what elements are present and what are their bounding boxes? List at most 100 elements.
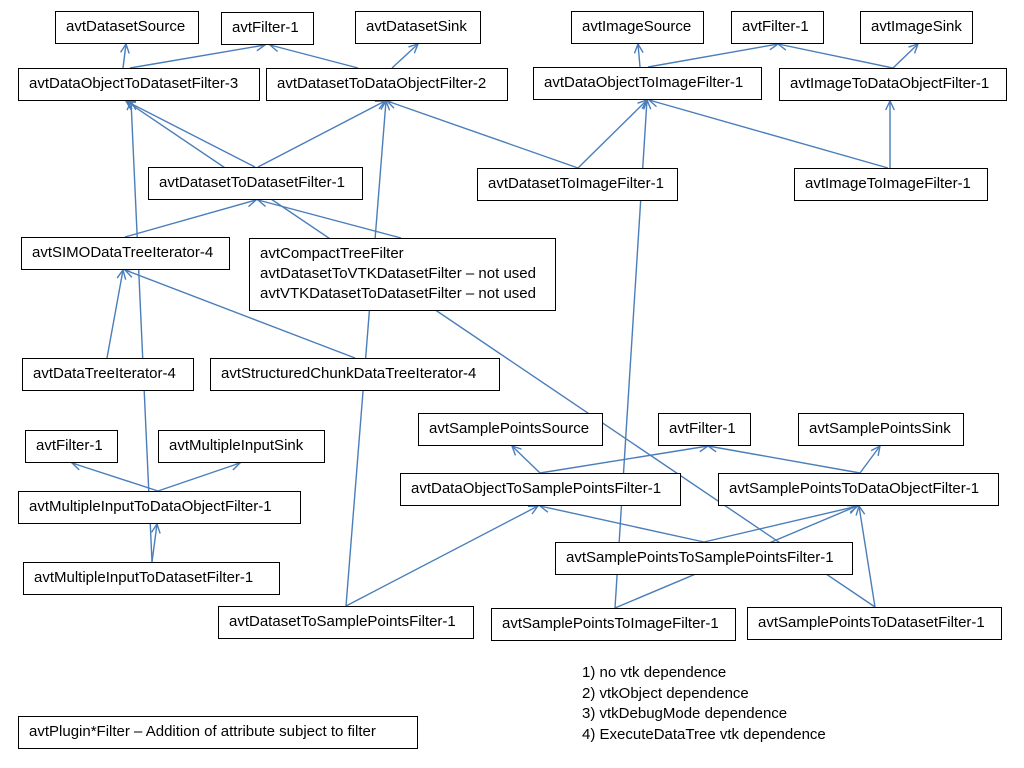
node-label: avtDatasetToSamplePointsFilter-1: [229, 613, 456, 630]
legend-item-executedatatree: 4) ExecuteDataTree vtk dependence: [582, 725, 826, 743]
note-line-vtk-to-dataset: avtVTKDatasetToDatasetFilter – not used: [260, 285, 536, 302]
node-avtFilter-1-samplepoints: avtFilter-1: [658, 413, 751, 446]
node-avtDataTreeIterator-4: avtDataTreeIterator-4: [22, 358, 194, 391]
edge-multiInToDo1-to-multiInputSink: [157, 461, 242, 492]
arrowhead: [116, 268, 127, 280]
node-label: avtMultipleInputToDatasetFilter-1: [34, 569, 254, 586]
arrowhead: [908, 42, 920, 54]
node-label: avtImageToImageFilter-1: [805, 175, 971, 192]
node-label: avtDatasetToImageFilter-1: [488, 175, 664, 192]
edge-datasetToDataset1-to-doToDataset3: [124, 100, 256, 168]
node-avtImageSink: avtImageSink: [860, 11, 973, 44]
node-label: avtDatasetToDatasetFilter-1: [159, 174, 345, 191]
legend-item-no-vtk: 1) no vtk dependence: [582, 664, 727, 681]
note-line-dataset-to-vtk: avtDatasetToVTKDatasetFilter – not used: [260, 265, 536, 282]
node-avtFilter-1-dataset: avtFilter-1: [221, 12, 314, 45]
node-label: avtFilter-1: [742, 18, 809, 35]
legend-item-vtkobject: 2) vtkObject dependence: [582, 684, 749, 702]
arrowhead: [150, 522, 161, 534]
node-avtStructuredChunkDataTreeIterator-4: avtStructuredChunkDataTreeIterator-4: [210, 358, 500, 391]
edge-doToSp1-to-spSource: [510, 444, 541, 474]
note-line-compact-tree-filter: avtCompactTreeFilter: [260, 245, 404, 262]
node-avtDatasetToDataObjectFilter-2: avtDatasetToDataObjectFilter-2: [266, 68, 508, 101]
edge-spToDo1-to-filter1d: [706, 442, 861, 474]
node-label: avtDatasetSink: [366, 18, 467, 35]
arrowhead: [380, 99, 391, 111]
node-avtDatasetToDatasetFilter-1: avtDatasetToDatasetFilter-1: [148, 167, 363, 200]
arrowhead: [119, 42, 130, 54]
node-label: avtImageSource: [582, 18, 692, 35]
edge-imageToDo1-to-filter1b: [776, 40, 894, 69]
edge-multiInToDo1-to-filter1c: [70, 460, 159, 492]
node-label: avtDatasetToDataObjectFilter-2: [277, 75, 487, 92]
arrowhead: [855, 504, 866, 516]
edge-datasetToSp1-to-datasetToDo2: [345, 99, 391, 607]
node-label: avtMultipleInputToDataObjectFilter-1: [29, 498, 272, 515]
node-label: avtSamplePointsToDatasetFilter-1: [758, 614, 985, 631]
node-label: avtSamplePointsToDataObjectFilter-1: [729, 480, 980, 497]
arrowhead: [374, 100, 387, 110]
node-label: avtSamplePointsSource: [429, 420, 590, 437]
edge-imageToImage1-to-imageToDo1: [885, 99, 895, 168]
node-avtSamplePointsSink: avtSamplePointsSink: [798, 413, 964, 446]
edge-doToDataset3-to-datasetSource: [119, 42, 130, 69]
arrowhead: [124, 100, 136, 110]
node-label: avtSamplePointsToSamplePointsFilter-1: [566, 549, 834, 566]
arrowhead: [510, 444, 522, 456]
node-avtDatasetToSamplePointsFilter-1: avtDatasetToSamplePointsFilter-1: [218, 606, 474, 639]
arrowhead: [870, 444, 881, 456]
node-label: avtDataObjectToImageFilter-1: [544, 74, 744, 91]
node-avtMultipleInputToDatasetFilter-1: avtMultipleInputToDatasetFilter-1: [23, 562, 280, 595]
arrowhead: [885, 99, 895, 111]
edge-dataTreeIter4-to-simoIter4: [106, 268, 127, 359]
node-avtSamplePointsToSamplePointsFilter-1: avtSamplePointsToSamplePointsFilter-1: [555, 542, 853, 575]
edge-doToImage1-to-filter1b: [647, 40, 780, 68]
edge-spToSp1-to-doToSp1: [538, 503, 705, 543]
edge-datasetToImage1-to-doToImage1: [577, 98, 649, 169]
node-avtImageToImageFilter-1: avtImageToImageFilter-1: [794, 168, 988, 201]
note-box-unused-filters: avtCompactTreeFilter avtDatasetToVTKData…: [249, 238, 556, 311]
node-avtSamplePointsToImageFilter-1: avtSamplePointsToImageFilter-1: [491, 608, 736, 641]
node-avtImageSource: avtImageSource: [571, 11, 704, 44]
edge-datasetToDo2-to-datasetSink: [391, 42, 420, 69]
node-label: avtFilter-1: [36, 437, 103, 454]
node-label: avtImageToDataObjectFilter-1: [790, 75, 990, 92]
node-avtSIMODataTreeIterator-4: avtSIMODataTreeIterator-4: [21, 237, 230, 270]
node-avtMultipleInputToDataObjectFilter-1: avtMultipleInputToDataObjectFilter-1: [18, 491, 301, 524]
edge-multiInToDataset1-to-multiInToDo1: [150, 522, 161, 563]
arrowhead: [633, 42, 644, 54]
edge-datasetToDataset1-to-datasetToDo2: [257, 100, 387, 168]
arrowhead: [641, 98, 652, 110]
dependence-legend: 1) no vtk dependence 2) vtkObject depend…: [582, 663, 826, 745]
edge-datasetToDo2-to-filter1a: [268, 42, 359, 69]
node-label: avtStructuredChunkDataTreeIterator-4: [221, 365, 477, 382]
node-avtDataObjectToSamplePointsFilter-1: avtDataObjectToSamplePointsFilter-1: [400, 473, 681, 506]
node-avtPluginFilter: avtPlugin*Filter – Addition of attribute…: [18, 716, 418, 749]
node-avtFilter-1-multi: avtFilter-1: [25, 430, 118, 463]
edge-imageToImage1-to-doToImage1: [647, 97, 889, 169]
node-avtSamplePointsToDatasetFilter-1: avtSamplePointsToDatasetFilter-1: [747, 607, 1002, 640]
node-label: avtImageSink: [871, 18, 962, 35]
node-avtSamplePointsToDataObjectFilter-1: avtSamplePointsToDataObjectFilter-1: [718, 473, 999, 506]
edge-imageToDo1-to-imageSink: [892, 42, 920, 69]
node-label: avtDataTreeIterator-4: [33, 365, 176, 382]
legend-item-vtkdebugmode: 3) vtkDebugMode dependence: [582, 705, 788, 722]
edge-spToDataset1-to-spToDo1: [855, 504, 876, 608]
node-avtDataObjectToImageFilter-1: avtDataObjectToImageFilter-1: [533, 67, 762, 100]
node-avtSamplePointsSource: avtSamplePointsSource: [418, 413, 603, 446]
node-label: avtFilter-1: [669, 420, 736, 437]
node-label: avtDataObjectToSamplePointsFilter-1: [411, 480, 662, 497]
node-label: avtDatasetSource: [66, 18, 186, 35]
edge-datasetToImage1-to-datasetToDo2: [385, 99, 579, 169]
node-avtDataObjectToDatasetFilter-3: avtDataObjectToDatasetFilter-3: [18, 68, 260, 101]
node-avtDatasetSink: avtDatasetSink: [355, 11, 481, 44]
edge-doToImage1-to-imageSource: [633, 42, 644, 68]
node-label: avtSIMODataTreeIterator-4: [32, 244, 214, 261]
node-avtDatasetSource: avtDatasetSource: [55, 11, 199, 44]
node-avtMultipleInputSink: avtMultipleInputSink: [158, 430, 325, 463]
node-label: avtPlugin*Filter – Addition of attribute…: [29, 723, 376, 740]
node-avtDatasetToImageFilter-1: avtDatasetToImageFilter-1: [477, 168, 678, 201]
node-label: avtFilter-1: [232, 19, 299, 36]
arrowhead: [527, 505, 540, 515]
